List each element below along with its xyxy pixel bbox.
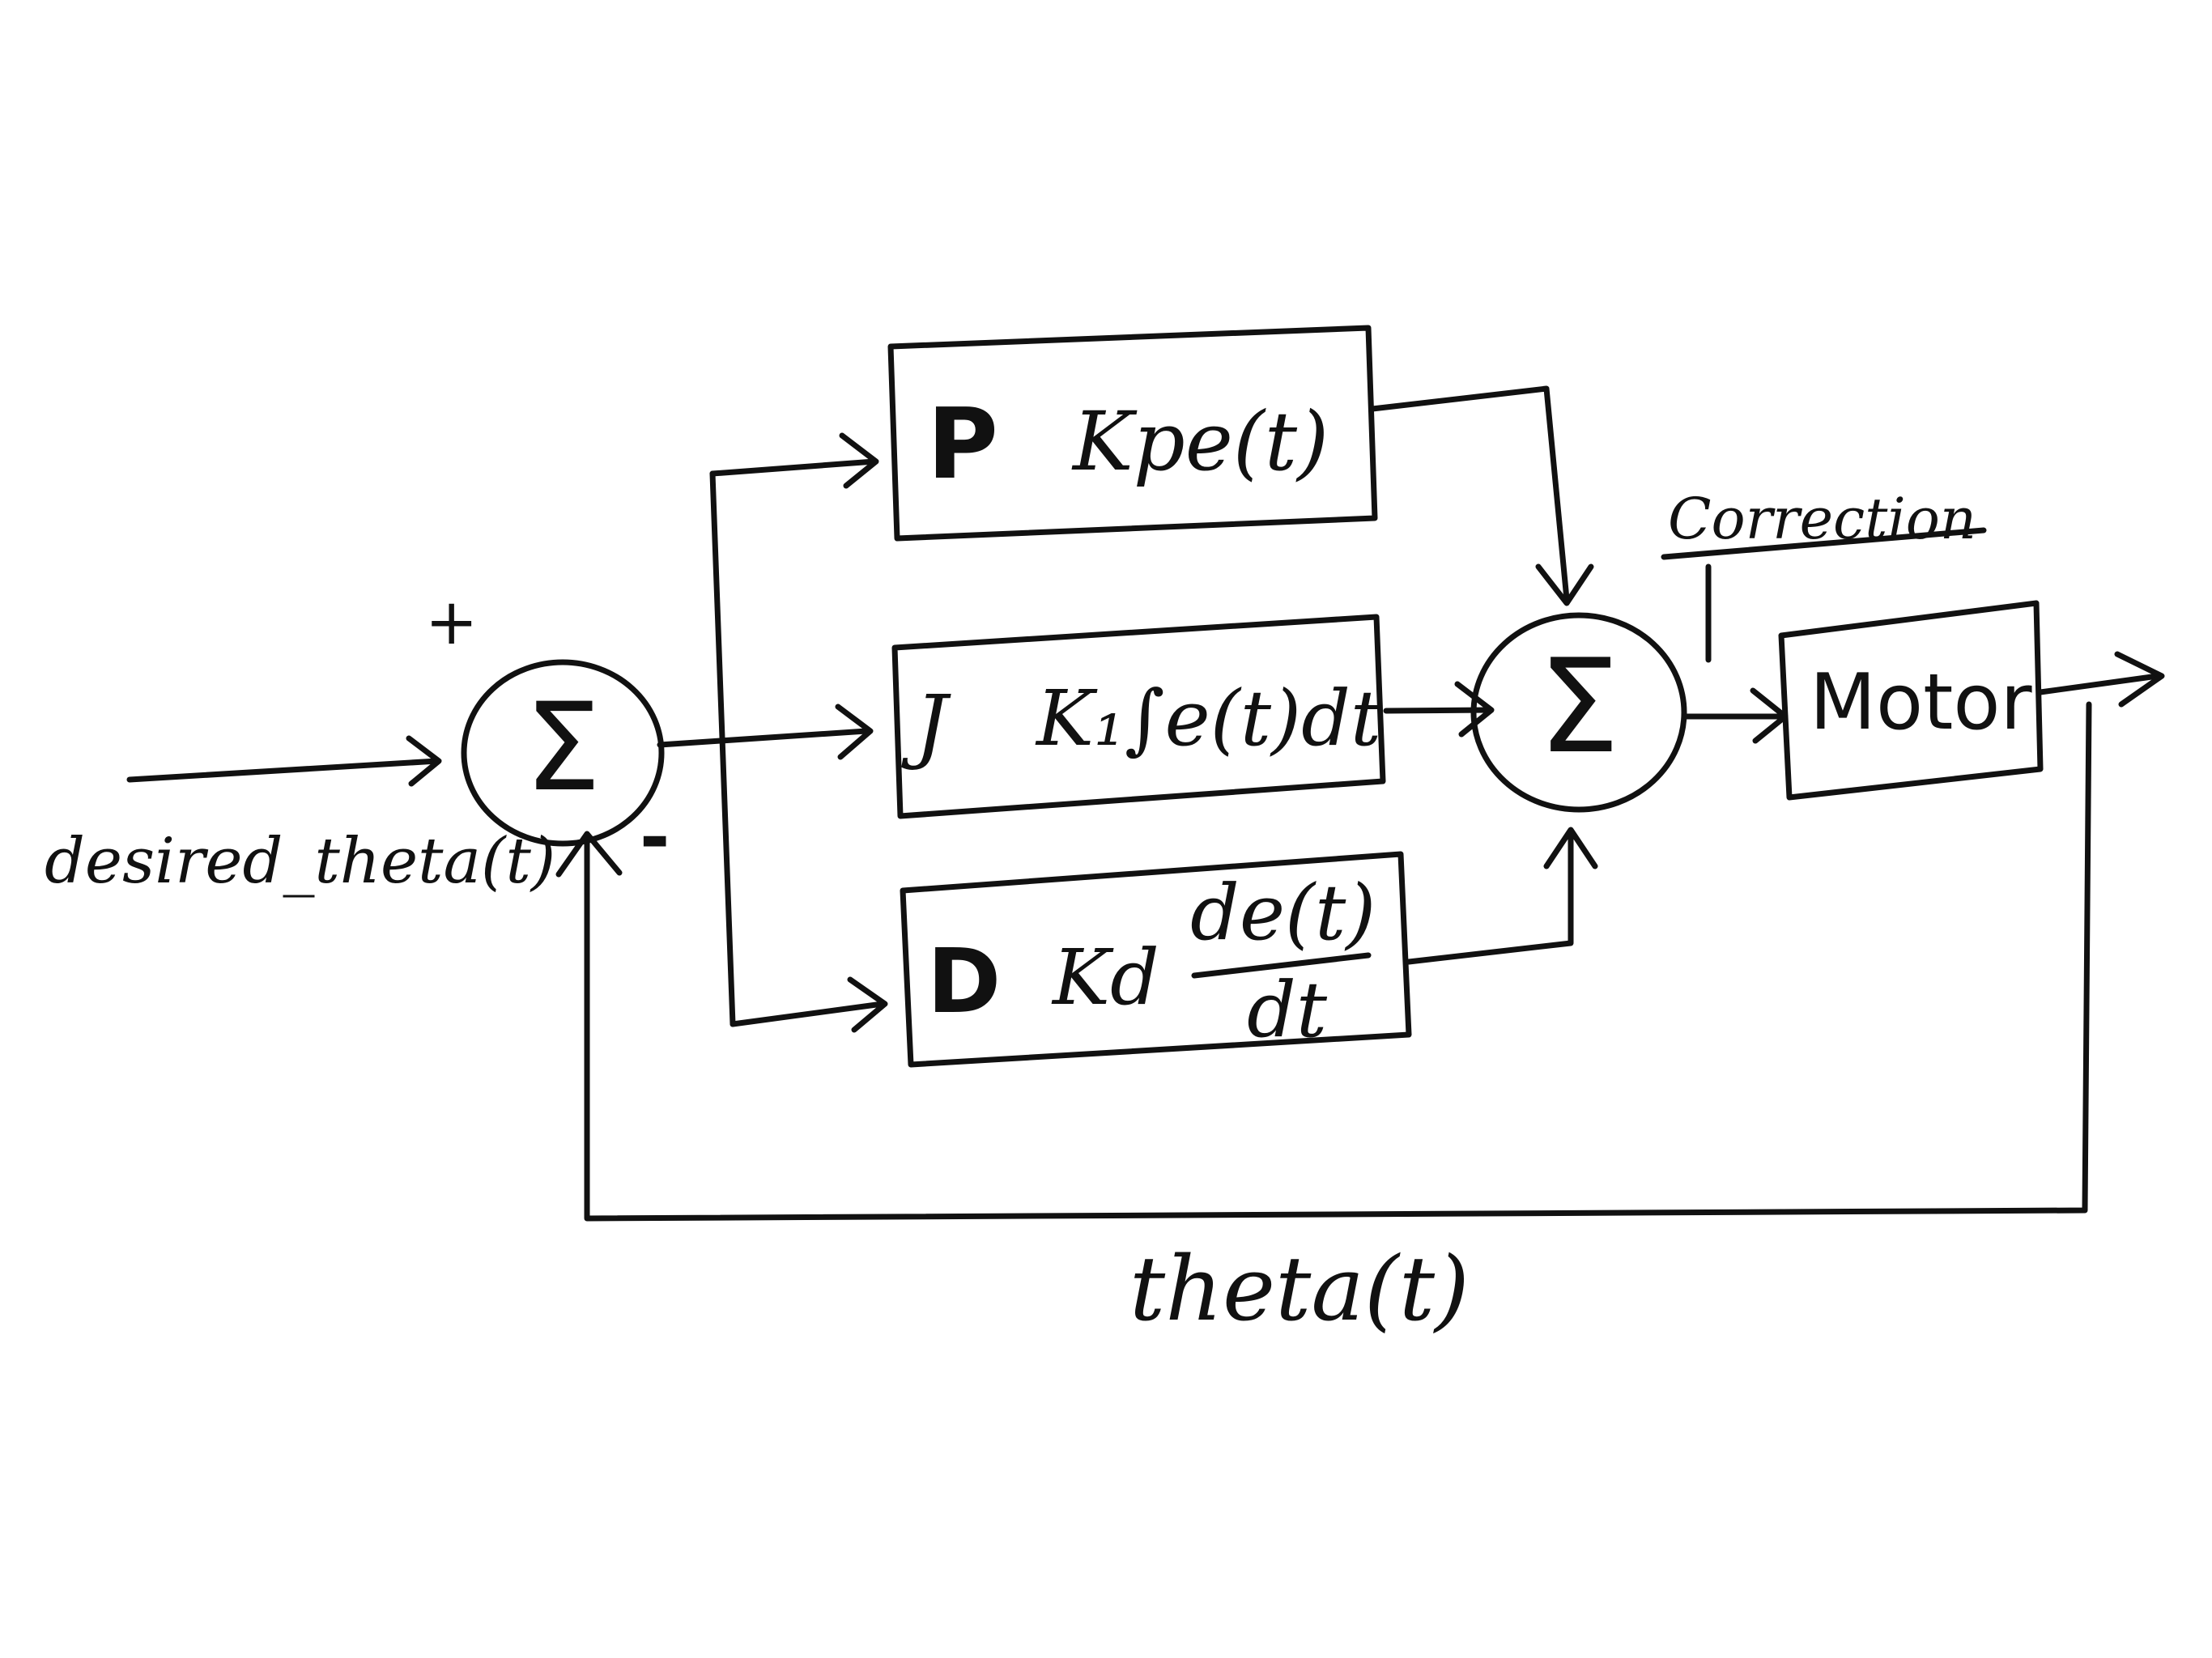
d-block-denominator: dt <box>1247 966 1328 1055</box>
output-sigma-symbol: Σ <box>1538 631 1619 782</box>
motor-block <box>1778 600 2044 801</box>
integral-arrow-head <box>835 704 874 760</box>
motor-label: Motor <box>1810 658 2032 747</box>
d-block <box>900 851 1412 1068</box>
d-arrow-head <box>847 976 888 1033</box>
p-arrow-head <box>839 432 879 489</box>
d-block-letter: D <box>927 929 1001 1033</box>
p-block <box>887 325 1378 542</box>
d-output-line <box>1406 831 1574 965</box>
p-output-arrow-head <box>1535 563 1594 606</box>
d-branch-line <box>730 1001 886 1027</box>
output-line <box>2037 673 2161 695</box>
feedback-arrow-head <box>555 831 623 878</box>
feedback-loop-line <box>584 701 2092 1222</box>
d-block-numerator: de(t) <box>1190 869 1376 958</box>
output-arrow-head <box>2114 651 2165 708</box>
p-output-line <box>1369 385 1570 602</box>
p-branch-line <box>709 458 878 477</box>
input-label: desired_theta(t) <box>45 825 555 898</box>
d-block-fraction-bar <box>1191 952 1372 979</box>
i-output-arrow-head <box>1454 681 1495 738</box>
minus-sign: - <box>640 795 670 880</box>
plus-sign: + <box>425 586 478 659</box>
d-output-arrow-head <box>1543 827 1598 869</box>
input-arrow-head <box>406 735 442 787</box>
i-block-formula: K₁∫e(t)dt <box>1035 674 1382 763</box>
i-block <box>891 614 1386 819</box>
correction-underline <box>1661 527 1987 560</box>
error-sigma-symbol: Σ <box>525 678 602 818</box>
p-block-letter: P <box>927 389 998 501</box>
error-summing-junction <box>461 659 665 847</box>
i-block-letter: J <box>901 678 951 772</box>
output-summing-junction <box>1470 612 1687 813</box>
p-block-formula: Kpe(t) <box>1071 394 1329 489</box>
feedback-label: theta(t) <box>1129 1237 1470 1341</box>
distribution-bus <box>709 470 736 1027</box>
input-arrow-line <box>126 758 440 783</box>
error-output-line <box>657 728 870 748</box>
d-block-gain: Kd <box>1051 933 1159 1022</box>
